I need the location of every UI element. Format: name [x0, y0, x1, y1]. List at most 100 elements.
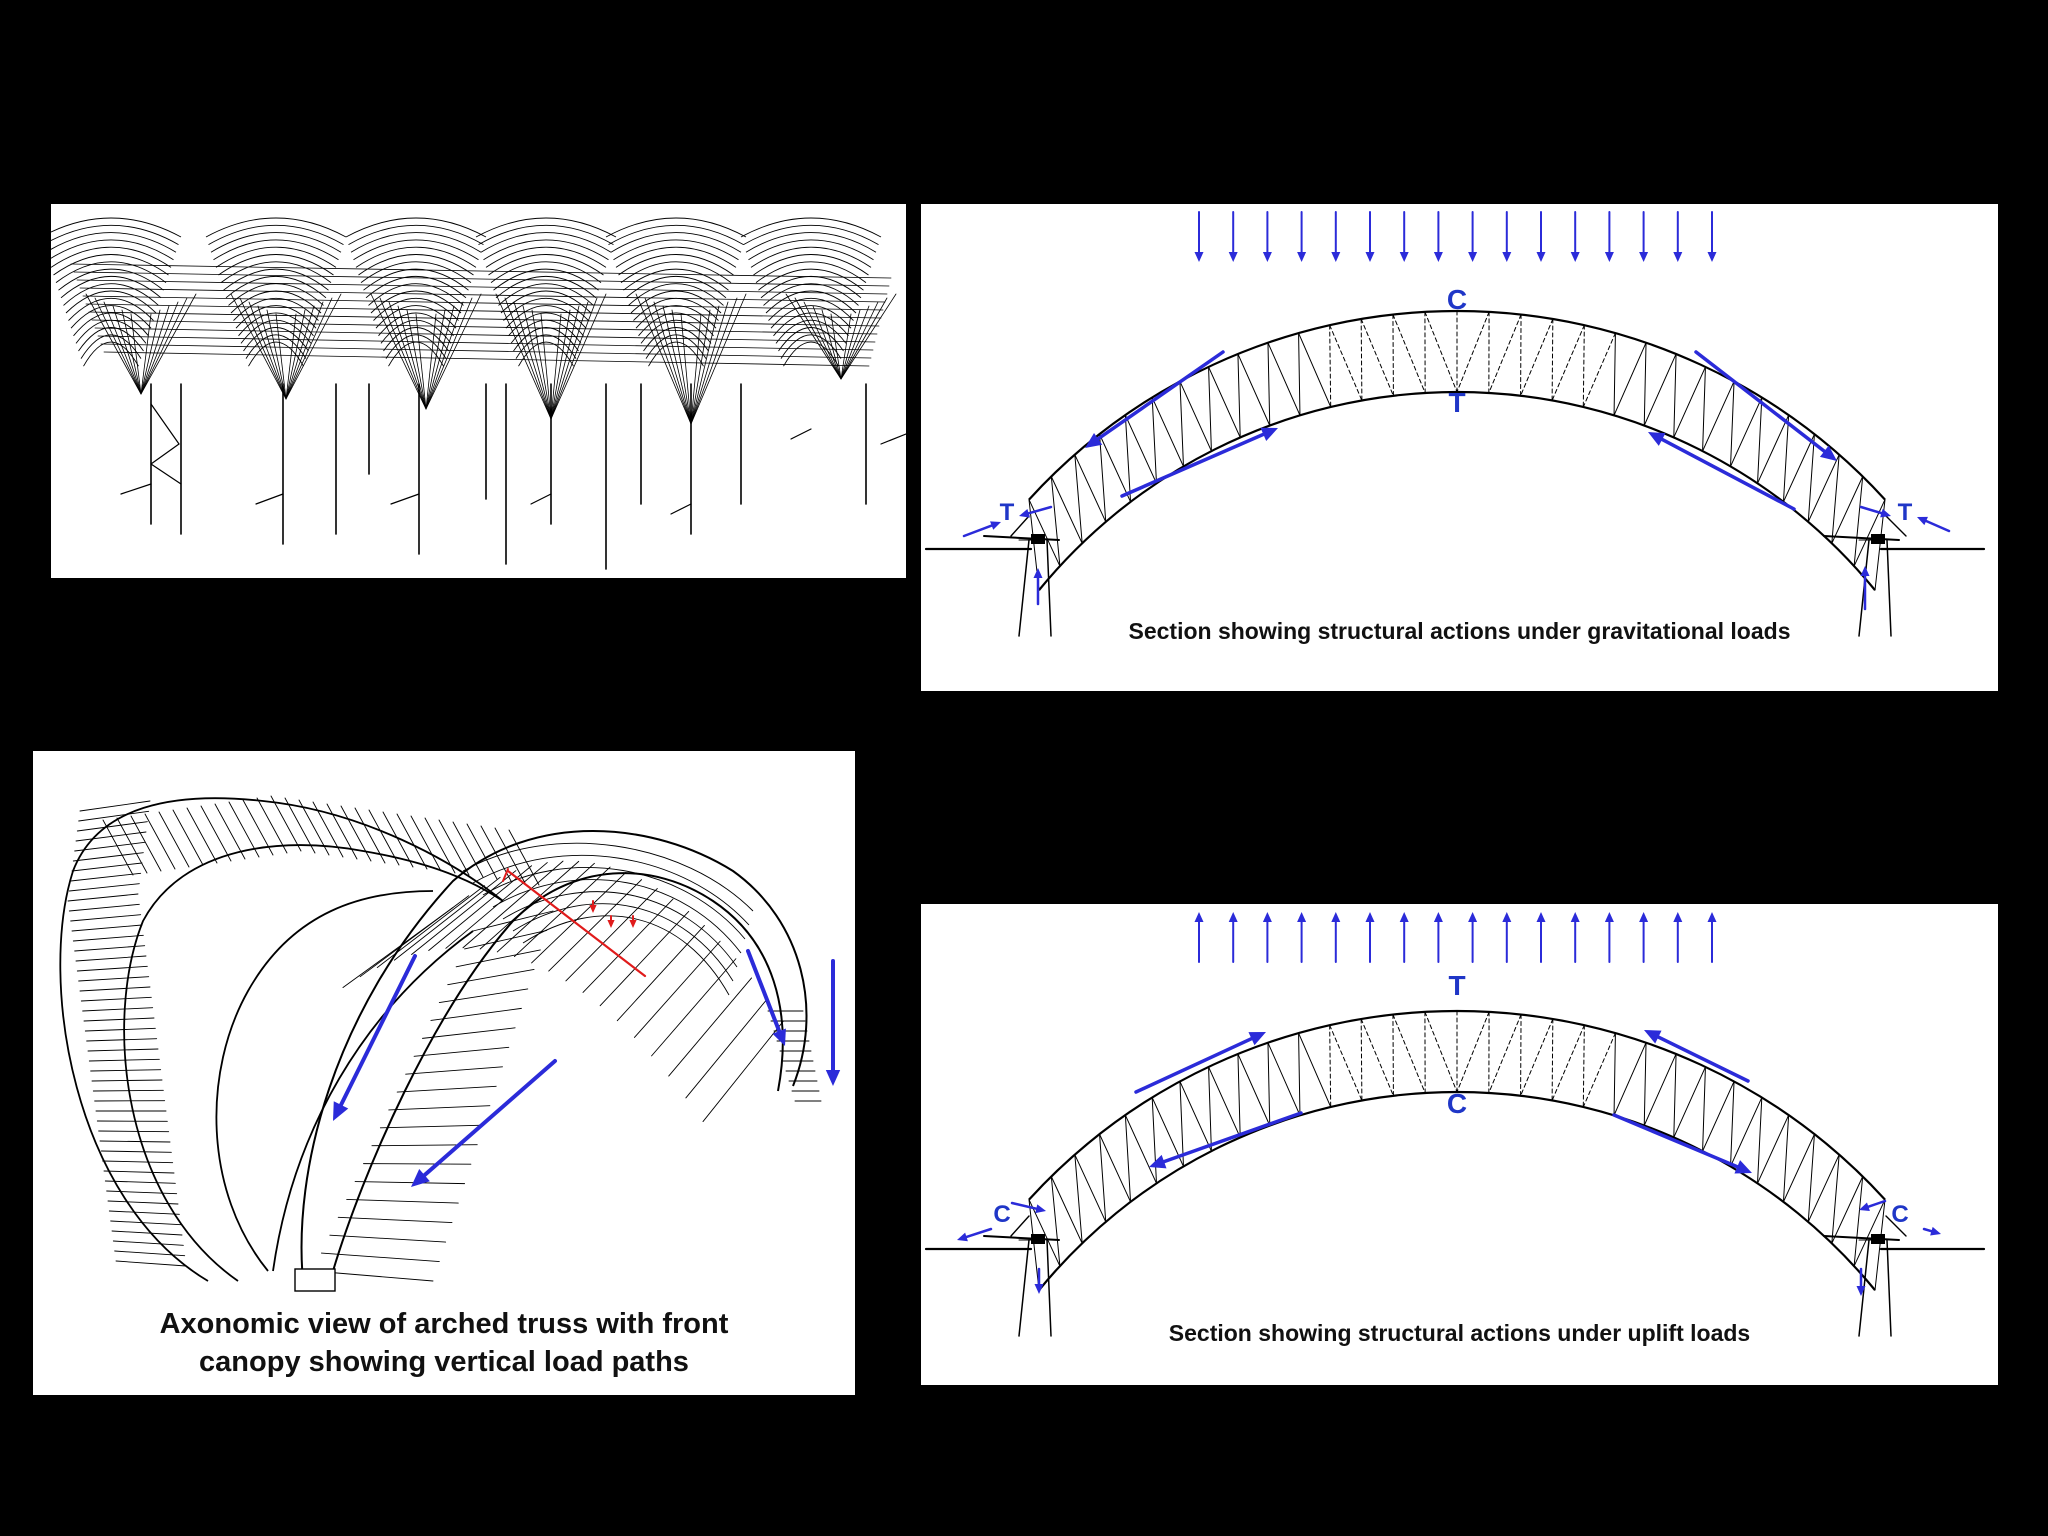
support-bearing [1871, 534, 1885, 544]
shell-hatch [354, 807, 386, 864]
support-tie-left [1010, 1215, 1030, 1237]
roof-wireframe-panel [51, 204, 906, 578]
truss-diagonal [1520, 318, 1554, 397]
truss-diagonal [1582, 1032, 1616, 1108]
brace [530, 493, 552, 505]
cone-strut [812, 305, 842, 380]
load-path-arrow-head [772, 1028, 786, 1046]
cone-strut [644, 297, 692, 425]
tie-arrow-head [1930, 1226, 1941, 1236]
support-beam [1823, 1235, 1900, 1241]
truss-vertical [1074, 454, 1083, 544]
brace [150, 463, 182, 485]
roof-rib [620, 261, 732, 283]
uplift-right-support-label: C [1891, 1201, 1908, 1228]
gravity-crown-top-label: C [1447, 284, 1467, 315]
leg-web [430, 1007, 522, 1021]
truss-diagonal [1298, 1032, 1332, 1108]
roof-rib [223, 268, 329, 291]
roof-rib [765, 290, 857, 314]
cone-strut [550, 297, 598, 420]
cone-strut [406, 309, 427, 410]
roof-rib [760, 275, 862, 299]
brace [150, 403, 180, 445]
gravity-section-drawing: C T T T [924, 211, 1986, 637]
truss-vertical [1807, 1133, 1815, 1223]
roof-rib [490, 261, 602, 283]
arch-purlin [502, 891, 738, 968]
shell-hatch [158, 811, 190, 868]
cone-strut [130, 313, 142, 395]
roof-rib [515, 334, 577, 359]
arch-purlin [492, 879, 742, 954]
support-tie-left [1010, 515, 1030, 537]
roof-rib [478, 224, 614, 245]
roof-rib [225, 275, 327, 299]
truss-vertical [1643, 1042, 1647, 1127]
truss-diagonal [1551, 324, 1585, 401]
truss-vertical [1267, 342, 1271, 427]
truss-diagonal [1360, 1018, 1394, 1097]
truss-vertical [1028, 1199, 1040, 1291]
shell-hatch [99, 1140, 171, 1143]
gravity-load-arrow-head [1194, 252, 1204, 262]
gravity-crown-bottom-label: T [1448, 387, 1465, 418]
support-bearing [1031, 534, 1045, 544]
truss-diagonal [1488, 314, 1522, 394]
roof-rib [73, 312, 149, 337]
roof-rib [51, 239, 174, 261]
roof-rib [755, 261, 867, 283]
truss-diagonal [1151, 397, 1184, 467]
cone-strut [248, 301, 287, 400]
roof-rib [628, 283, 724, 306]
cone-strut [522, 305, 552, 420]
truss-vertical [1730, 1080, 1735, 1167]
truss-vertical [1874, 1199, 1886, 1291]
shell-edge [123, 844, 504, 1282]
roof-rib [60, 275, 162, 299]
force-arrow-shaft [1120, 432, 1266, 498]
gravity-load-arrow-head [1331, 252, 1341, 262]
support-column [1886, 539, 1892, 637]
cone-strut [840, 313, 852, 380]
gravity-load-arrow-head [1639, 252, 1649, 262]
tie-arrow-shaft [1027, 505, 1053, 515]
shell-hatch [107, 1200, 179, 1205]
shell-hatch [71, 862, 143, 872]
roof-rib [380, 319, 452, 344]
uplift-load-arrow-head [1399, 912, 1409, 922]
cone-strut [540, 313, 552, 420]
arch-web [359, 895, 470, 978]
uplift-load-arrow-head [1502, 912, 1512, 922]
truss-vertical [1237, 353, 1241, 438]
roof-rib [763, 283, 859, 306]
cone-strut [285, 313, 297, 400]
roof-rib [58, 268, 164, 291]
arch-web [548, 879, 643, 972]
red-load-arrow-head [589, 905, 597, 913]
leg-web [320, 1252, 440, 1262]
shell-hatch [83, 1017, 155, 1022]
brace [120, 483, 152, 495]
truss-diagonal [1179, 1080, 1212, 1152]
roof-purlin [88, 311, 880, 327]
truss-vertical [1643, 342, 1647, 427]
roof-rib [355, 246, 477, 268]
truss-vertical [1582, 1024, 1585, 1108]
arch-web [376, 885, 485, 969]
truss-diagonal [1673, 1066, 1706, 1138]
roof-rib [608, 224, 744, 245]
shell-hatch [382, 811, 414, 868]
roof-rib [638, 312, 714, 337]
shell-hatch [284, 797, 316, 854]
gravity-load-arrow-head [1570, 252, 1580, 262]
shell-hatch [508, 829, 540, 886]
cone-strut [550, 305, 580, 420]
shell-hatch [103, 1170, 175, 1174]
roof-rib [630, 290, 722, 314]
roof-rib [635, 305, 717, 329]
uplift-caption: Section showing structural actions under… [1168, 1320, 1751, 1346]
truss-diagonal [1267, 1042, 1301, 1116]
truss-diagonal [1050, 1176, 1083, 1244]
cone-strut [388, 301, 427, 410]
